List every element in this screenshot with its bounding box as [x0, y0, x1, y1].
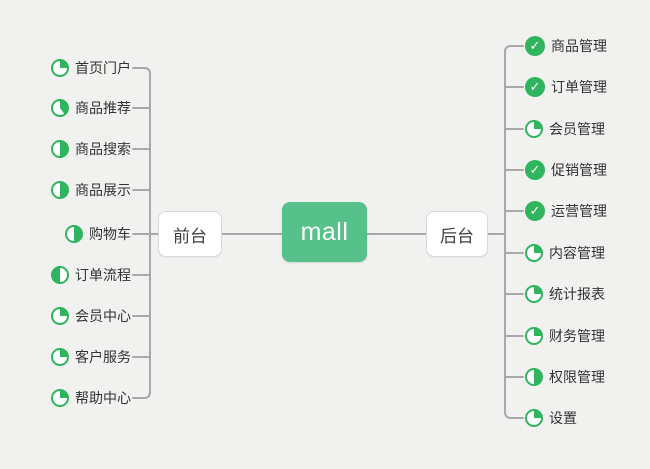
item-label: 会员管理: [549, 121, 605, 137]
progress-pie-icon: [525, 368, 543, 386]
item-label: 帮助中心: [75, 390, 131, 406]
progress-pie-icon: [65, 225, 83, 243]
progress-pie-icon: [525, 285, 543, 303]
node-product-recommend[interactable]: 商品推荐: [51, 95, 131, 121]
item-label: 权限管理: [549, 369, 605, 385]
node-home-portal[interactable]: 首页门户: [51, 55, 131, 81]
item-label: 设置: [549, 410, 577, 426]
node-member-mgmt[interactable]: 会员管理: [525, 116, 605, 142]
node-promotion-mgmt[interactable]: 促销管理: [525, 157, 607, 183]
item-label: 运营管理: [551, 203, 607, 219]
item-label: 商品搜索: [75, 141, 131, 157]
node-product-search[interactable]: 商品搜索: [51, 136, 131, 162]
item-label: 订单管理: [551, 79, 607, 95]
node-order-process[interactable]: 订单流程: [51, 262, 131, 288]
check-icon: [525, 160, 545, 180]
check-icon: [525, 201, 545, 221]
progress-pie-icon: [525, 244, 543, 262]
progress-pie-icon: [51, 99, 69, 117]
progress-pie-icon: [51, 307, 69, 325]
node-help-center[interactable]: 帮助中心: [51, 385, 131, 411]
item-label: 商品推荐: [75, 100, 131, 116]
center-node-label: mall: [300, 217, 349, 246]
progress-pie-icon: [51, 389, 69, 407]
node-settings[interactable]: 设置: [525, 405, 577, 431]
node-operation-mgmt[interactable]: 运营管理: [525, 198, 607, 224]
progress-pie-icon: [51, 181, 69, 199]
check-icon: [525, 36, 545, 56]
item-label: 客户服务: [75, 349, 131, 365]
item-label: 购物车: [89, 226, 131, 242]
branch-node-backend[interactable]: 后台: [426, 211, 488, 257]
branch-node-frontend[interactable]: 前台: [158, 211, 222, 257]
item-label: 促销管理: [551, 162, 607, 178]
progress-pie-icon: [525, 120, 543, 138]
item-label: 首页门户: [75, 60, 131, 76]
item-label: 内容管理: [549, 245, 605, 261]
node-customer-service[interactable]: 客户服务: [51, 344, 131, 370]
node-statistics-report[interactable]: 统计报表: [525, 281, 605, 307]
progress-pie-icon: [51, 348, 69, 366]
node-product-mgmt[interactable]: 商品管理: [525, 33, 607, 59]
node-member-center[interactable]: 会员中心: [51, 303, 131, 329]
check-icon: [525, 77, 545, 97]
node-finance-mgmt[interactable]: 财务管理: [525, 323, 605, 349]
progress-pie-icon: [51, 59, 69, 77]
progress-pie-icon: [525, 327, 543, 345]
branch-node-label: 前台: [173, 226, 207, 246]
item-label: 统计报表: [549, 286, 605, 302]
item-label: 会员中心: [75, 308, 131, 324]
progress-pie-icon: [51, 266, 69, 284]
node-product-display[interactable]: 商品展示: [51, 177, 131, 203]
node-order-mgmt[interactable]: 订单管理: [525, 74, 607, 100]
item-label: 财务管理: [549, 328, 605, 344]
branch-node-label: 后台: [440, 226, 474, 246]
node-content-mgmt[interactable]: 内容管理: [525, 240, 605, 266]
center-node-mall[interactable]: mall: [282, 202, 367, 262]
item-label: 商品展示: [75, 182, 131, 198]
progress-pie-icon: [51, 140, 69, 158]
node-shopping-cart[interactable]: 购物车: [65, 221, 131, 247]
node-permission-mgmt[interactable]: 权限管理: [525, 364, 605, 390]
item-label: 商品管理: [551, 38, 607, 54]
progress-pie-icon: [525, 409, 543, 427]
item-label: 订单流程: [75, 267, 131, 283]
